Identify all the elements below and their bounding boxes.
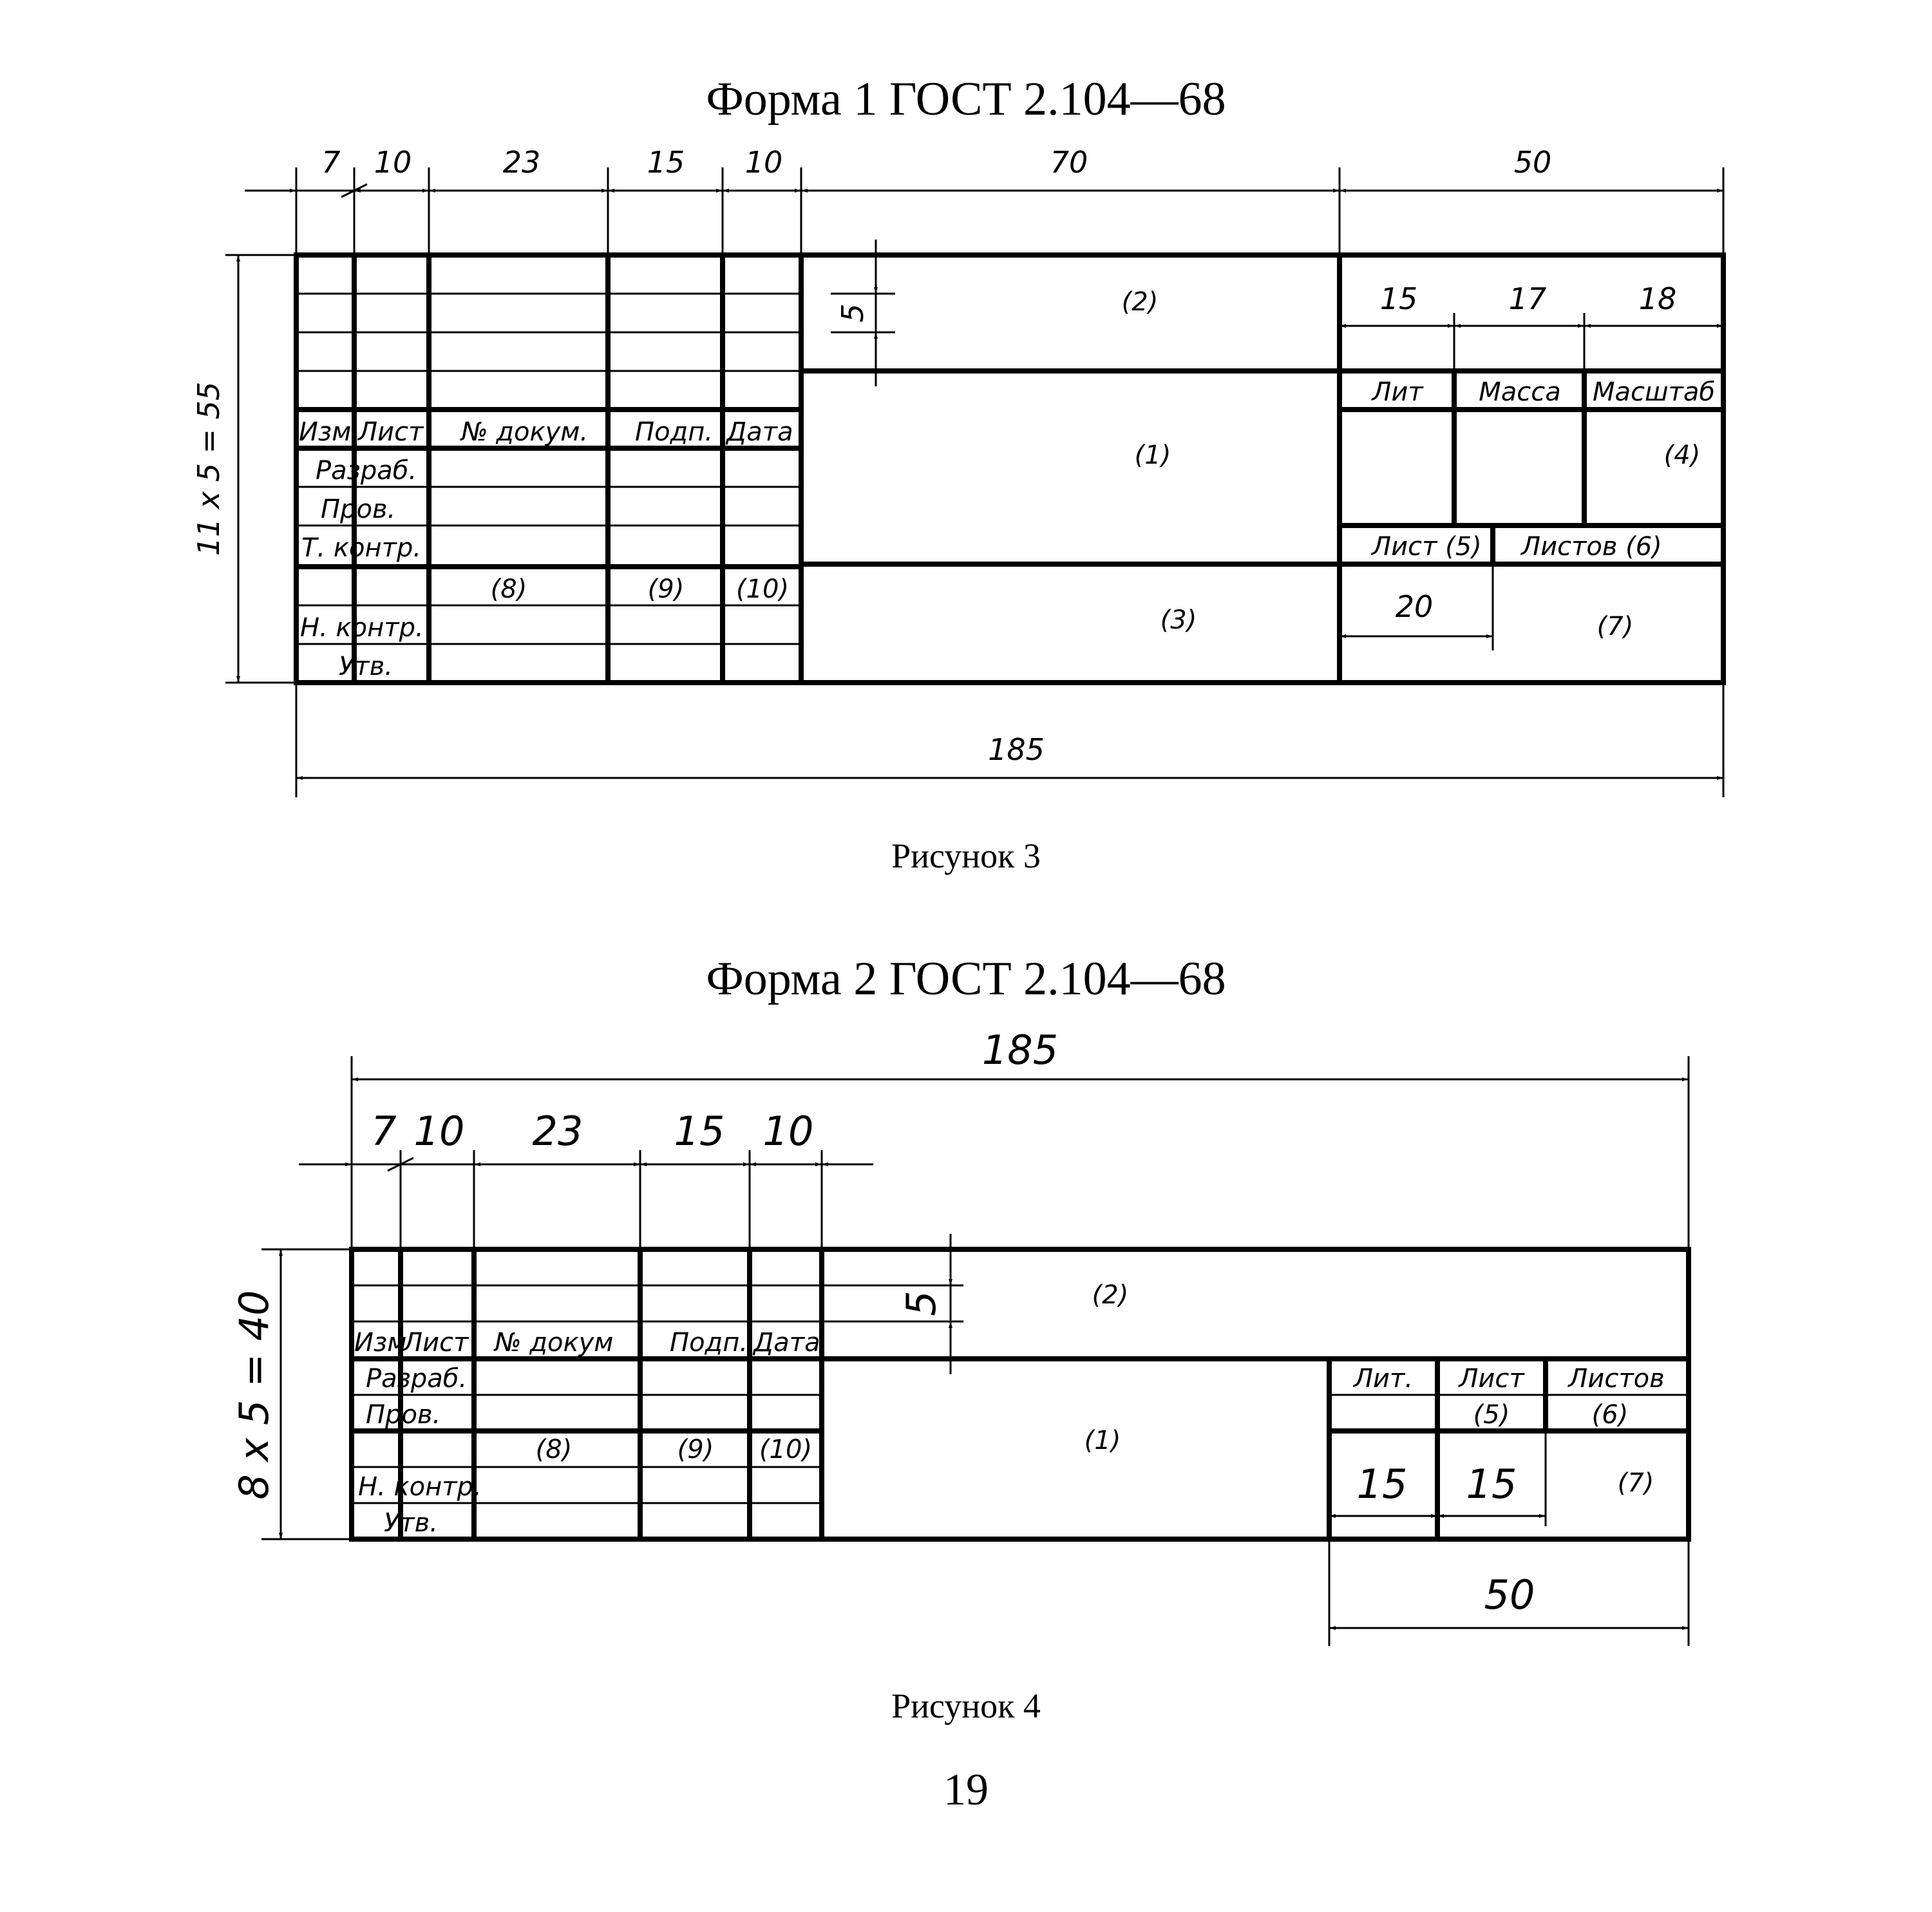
form2-header-izm: Изм [354, 1328, 406, 1358]
form1-header-masshtab: Масштаб [1593, 377, 1715, 407]
form2-field-5: (5) [1473, 1400, 1510, 1430]
form1-field-7: (7) [1597, 612, 1634, 641]
form1-dim-15: 15 [647, 145, 685, 180]
form2-dim-15a: 15 [1357, 1461, 1408, 1508]
form1-header-massa: Масса [1479, 377, 1561, 407]
form1-row-utv: Утв. [339, 652, 393, 681]
form1-dim-7: 7 [321, 145, 340, 180]
form2-field-9: (9) [677, 1435, 714, 1464]
form1-cell-text: Изм Лист № докум. Подп. Дата Разраб. Про… [299, 287, 1715, 681]
form2-dim-10a: 10 [414, 1108, 465, 1155]
form2-header-data: Дата [752, 1328, 820, 1358]
form1-dim-50: 50 [1514, 145, 1552, 180]
form2-row-prov: Пров. [366, 1400, 440, 1430]
form1-row-razrab: Разраб. [316, 456, 417, 486]
form2-field-6: (6) [1592, 1400, 1629, 1430]
form1-field-8: (8) [491, 574, 527, 604]
form2-header-podp: Подп. [670, 1328, 748, 1358]
form2-caption: Рисунок 4 [891, 1687, 1041, 1725]
form1-field-1: (1) [1135, 440, 1171, 470]
form2-drawing: 185 7 10 23 15 10 8 x 5 = 40 5 15 15 50 … [231, 1027, 1691, 1646]
form2-dim-185: 185 [982, 1027, 1058, 1074]
form2-dim-10b: 10 [763, 1108, 814, 1155]
form2-dim-5: 5 [898, 1291, 945, 1316]
form1-dim-rows: 11 x 5 = 55 [191, 382, 226, 556]
form2-header-listov: Листов [1567, 1364, 1664, 1394]
form1-header-data: Дата [725, 417, 793, 447]
form1-row-prov: Пров. [321, 495, 395, 524]
form1-field-10: (10) [736, 574, 789, 604]
form1-header-dokum: № докум. [460, 417, 588, 447]
form1-dim-23: 23 [503, 145, 541, 180]
form2-row-razrab: Разраб. [366, 1364, 467, 1394]
form1-frame-lines [294, 252, 1726, 685]
form1-field-5: Лист (5) [1370, 532, 1482, 562]
form2-field-2: (2) [1092, 1280, 1129, 1310]
form2-header-list: Лист [402, 1328, 469, 1358]
form2-dim-7: 7 [371, 1108, 396, 1155]
page-number: 19 [943, 1765, 989, 1815]
form1-dim-18: 18 [1639, 281, 1677, 316]
form2-row-nkontr: Н. контр. [358, 1472, 482, 1502]
form1-field-3: (3) [1160, 605, 1197, 635]
form2-header-list-r: Лист [1457, 1364, 1525, 1394]
form1-dim-70: 70 [1050, 145, 1088, 180]
form1-row-nkontr: Н. контр. [300, 613, 424, 643]
form2-title: Форма 2 ГОСТ 2.104—68 [706, 952, 1226, 1005]
form2-dim-23: 23 [533, 1108, 583, 1155]
form2-dim-15: 15 [674, 1108, 725, 1155]
form1-dim-15r: 15 [1380, 281, 1418, 316]
form2-dim-rows: 8 x 5 = 40 [231, 1290, 278, 1499]
form1-row-tkontr: Т. контр. [301, 533, 421, 563]
form1-field-2: (2) [1122, 287, 1159, 317]
form1-field-6: Листов (6) [1520, 532, 1662, 562]
form2-row-utv: Утв. [384, 1508, 438, 1538]
form1-dim-20: 20 [1396, 589, 1434, 624]
form1-header-izm: Изм [299, 417, 351, 447]
form2-dim-15b: 15 [1466, 1461, 1517, 1508]
form2-dim-50: 50 [1484, 1571, 1535, 1618]
form2-header-lit: Лит. [1352, 1364, 1413, 1394]
form1-drawing: 7 10 23 15 10 70 50 11 x 5 = 55 5 15 17 … [191, 145, 1726, 797]
form1-dim-185: 185 [988, 732, 1045, 767]
form1-dimension-lines [225, 167, 1725, 797]
form2-cell-text: Изм Лист № докум Подп. Дата Разраб. Пров… [354, 1280, 1665, 1538]
form1-dim-10a: 10 [374, 145, 412, 180]
form2-field-10: (10) [759, 1435, 812, 1464]
form1-dim-10b: 10 [745, 145, 783, 180]
form2-header-dokum: № докум [493, 1328, 613, 1358]
form1-field-4: (4) [1664, 440, 1701, 470]
form2-field-8: (8) [536, 1435, 573, 1464]
form2-field-1: (1) [1084, 1426, 1121, 1455]
form1-field-9: (9) [648, 574, 685, 604]
form2-dimension-lines [261, 1056, 1690, 1646]
form1-title: Форма 1 ГОСТ 2.104—68 [706, 73, 1226, 126]
form1-dim-17: 17 [1509, 281, 1547, 316]
form1-dimension-text: 7 10 23 15 10 70 50 11 x 5 = 55 5 15 17 … [191, 145, 1676, 767]
form2-frame-lines [349, 1247, 1691, 1542]
form1-header-list: Лист [357, 417, 424, 447]
form1-dim-5: 5 [835, 303, 870, 322]
form1-caption: Рисунок 3 [891, 837, 1041, 875]
form1-header-lit: Лит [1370, 377, 1424, 407]
form1-header-podp: Подп. [635, 417, 713, 447]
form2-dimension-text: 185 7 10 23 15 10 8 x 5 = 40 5 15 15 50 [231, 1027, 1535, 1618]
form2-field-7: (7) [1618, 1468, 1654, 1498]
